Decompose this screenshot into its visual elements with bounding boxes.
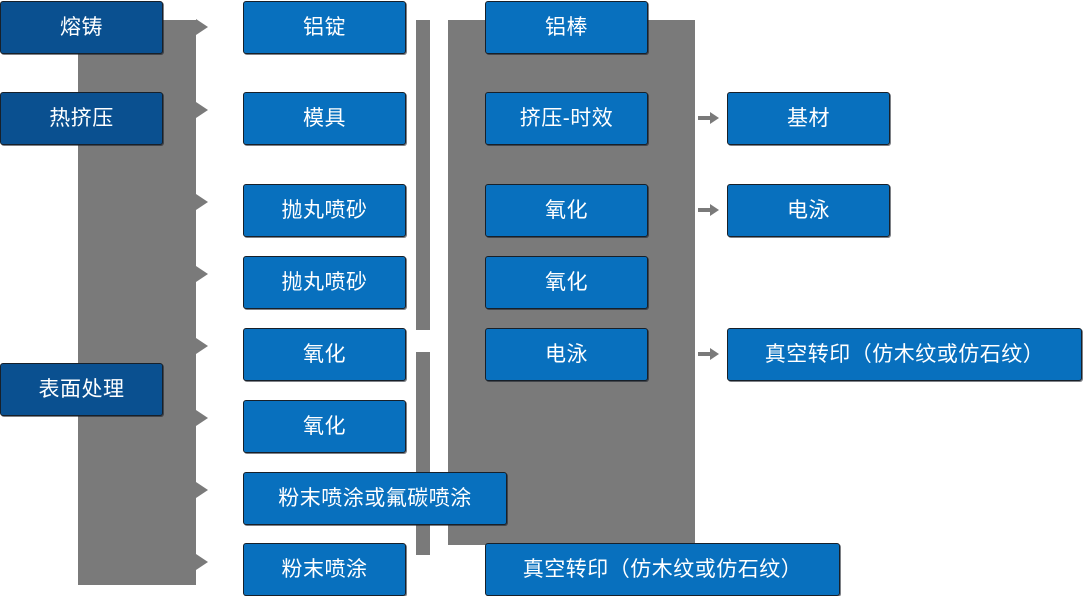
arrow-to-input-8 <box>196 554 208 570</box>
process-box-1-label: 铝棒 <box>545 16 588 39</box>
connector-inputs-rail <box>416 20 430 555</box>
input-box-6[interactable]: 氧化 <box>243 397 406 453</box>
connector-inputs-rail-gap <box>416 330 430 352</box>
input-box-1-label: 铝锭 <box>303 16 346 39</box>
arrow-to-output-1 <box>710 112 719 124</box>
stage-box-3-label: 表面处理 <box>38 378 125 401</box>
output-box-2-label: 电泳 <box>787 199 830 222</box>
output-box-1[interactable]: 基材 <box>727 89 890 145</box>
input-box-7-label: 粉末喷涂或氟碳喷涂 <box>278 487 472 510</box>
arrow-to-input-6 <box>196 410 208 426</box>
stage-box-2[interactable]: 热挤压 <box>0 92 163 145</box>
input-box-6-label: 氧化 <box>303 415 346 438</box>
connector-gap-bottom-left <box>0 414 78 596</box>
input-box-4[interactable]: 抛丸喷砂 <box>243 253 406 309</box>
input-box-1[interactable]: 铝锭 <box>243 0 406 54</box>
arrow-to-input-4 <box>196 266 208 282</box>
input-box-3[interactable]: 抛丸喷砂 <box>243 181 406 237</box>
arrow-to-input-2 <box>196 102 208 118</box>
stage-box-1[interactable]: 熔铸 <box>0 1 163 54</box>
input-box-8-label: 粉末喷涂 <box>281 558 368 581</box>
stage-box-1-label: 熔铸 <box>60 16 103 39</box>
process-box-6-label: 真空转印（仿木纹或仿石纹） <box>522 558 803 581</box>
input-box-2-label: 模具 <box>303 107 346 130</box>
process-box-2[interactable]: 挤压-时效 <box>485 89 648 145</box>
input-box-5-label: 氧化 <box>303 343 346 366</box>
connector-stub-surface-treatment <box>163 389 196 391</box>
process-box-3-label: 氧化 <box>545 199 588 222</box>
process-tick-gap-2 <box>430 120 448 208</box>
input-box-7[interactable]: 粉末喷涂或氟碳喷涂 <box>243 469 507 525</box>
process-box-4-label: 氧化 <box>545 271 588 294</box>
input-box-2[interactable]: 模具 <box>243 89 406 145</box>
arrow-shaft-output-1 <box>698 116 712 120</box>
input-box-4-label: 抛丸喷砂 <box>281 271 368 294</box>
arrow-to-input-1 <box>196 19 208 35</box>
stage-box-3[interactable]: 表面处理 <box>0 363 163 416</box>
process-tick-gap-1 <box>430 21 448 118</box>
arrow-to-input-7 <box>196 482 208 498</box>
process-box-2-label: 挤压-时效 <box>519 107 614 130</box>
process-box-1[interactable]: 铝棒 <box>485 0 648 54</box>
arrow-shaft-output-2 <box>698 208 712 212</box>
input-box-8[interactable]: 粉末喷涂 <box>243 540 406 596</box>
output-box-1-label: 基材 <box>787 107 830 130</box>
process-box-5-label: 电泳 <box>545 343 588 366</box>
process-tick-gap-3 <box>430 210 448 272</box>
connector-gap-stage1 <box>0 54 78 80</box>
process-tick-1 <box>430 20 448 21</box>
process-tick-gap-4 <box>430 274 448 352</box>
output-box-2[interactable]: 电泳 <box>727 181 890 237</box>
process-box-6[interactable]: 真空转印（仿木纹或仿石纹） <box>485 540 840 596</box>
connector-gap-stage2 <box>0 146 78 354</box>
process-tick-gap-6 <box>430 556 448 596</box>
process-box-5[interactable]: 电泳 <box>485 325 648 381</box>
process-box-4[interactable]: 氧化 <box>485 253 648 309</box>
stage-box-2-label: 热挤压 <box>49 107 114 130</box>
output-box-3-label: 真空转印（仿木纹或仿石纹） <box>764 343 1045 366</box>
process-box-3[interactable]: 氧化 <box>485 181 648 237</box>
input-box-5[interactable]: 氧化 <box>243 325 406 381</box>
input-box-3-label: 抛丸喷砂 <box>281 199 368 222</box>
arrow-to-output-3 <box>710 348 719 360</box>
arrow-to-output-2 <box>710 204 719 216</box>
output-box-3[interactable]: 真空转印（仿木纹或仿石纹） <box>727 325 1082 381</box>
arrow-shaft-output-3 <box>698 352 712 356</box>
arrow-to-input-3 <box>196 194 208 210</box>
arrow-to-input-5 <box>196 338 208 354</box>
